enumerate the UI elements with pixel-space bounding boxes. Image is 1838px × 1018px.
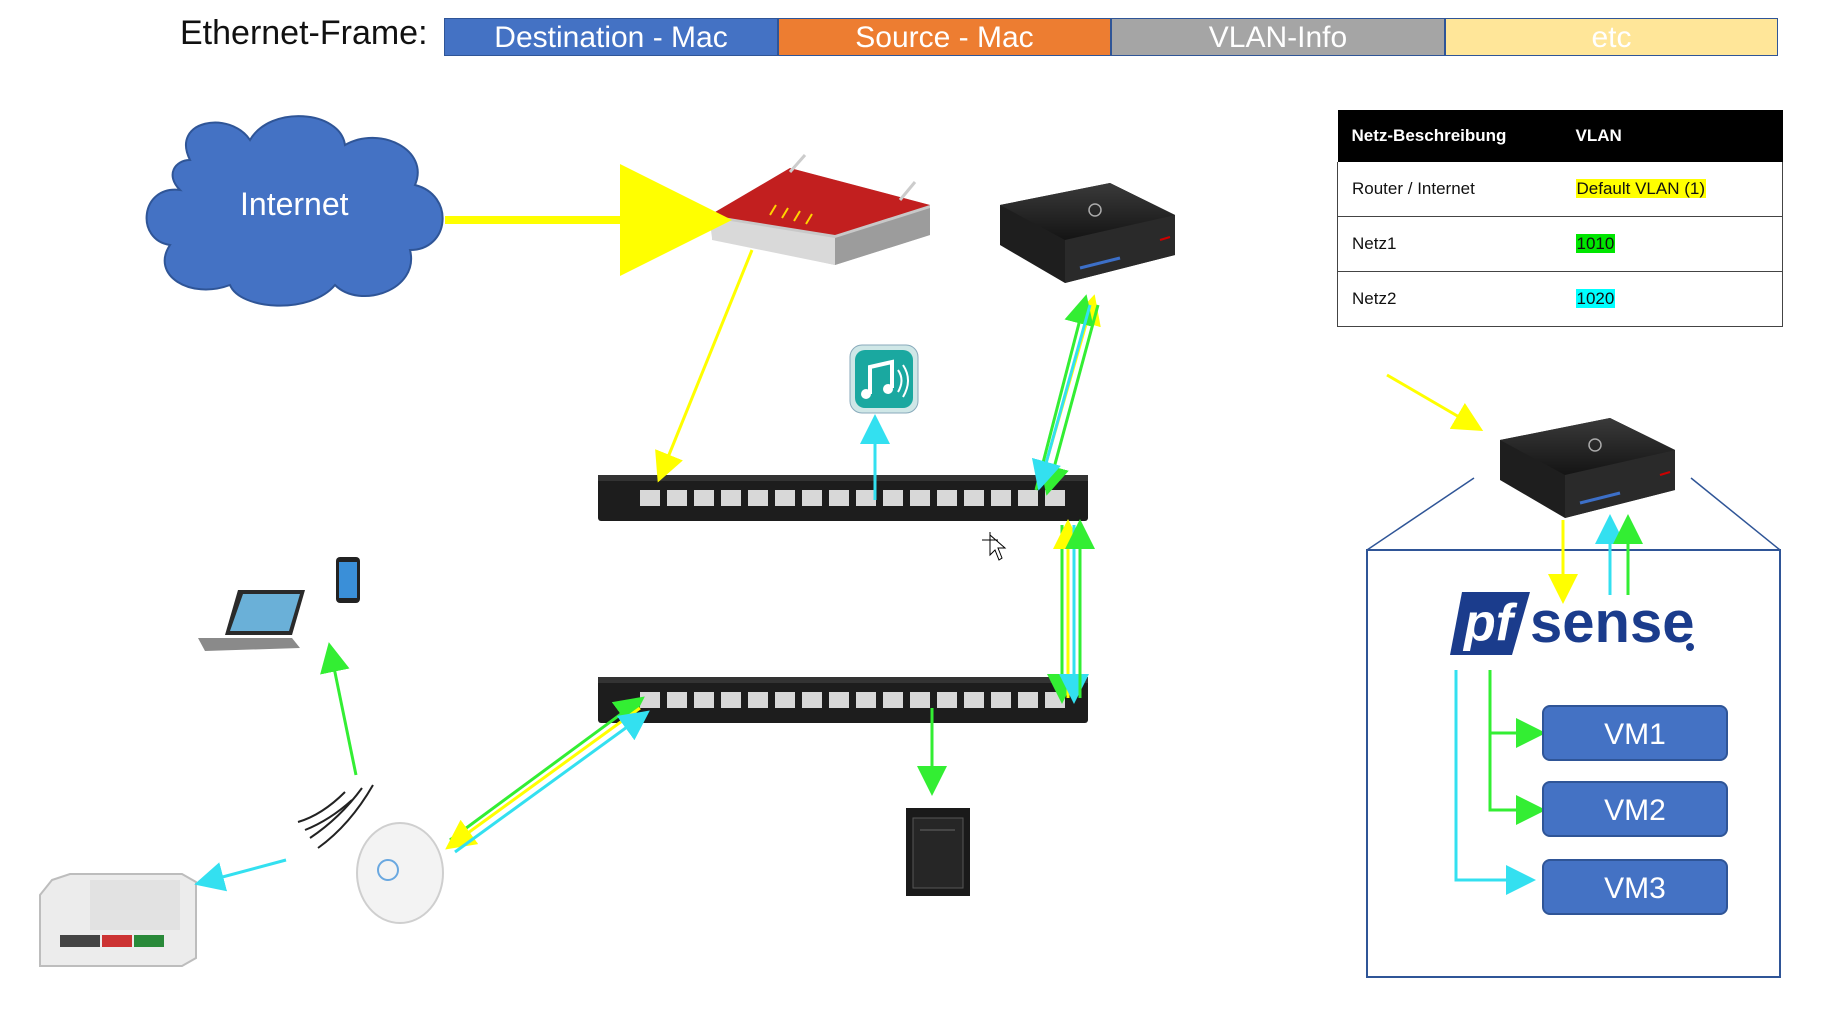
switch-port — [694, 692, 714, 708]
switch-port — [856, 692, 876, 708]
switch-port — [964, 490, 984, 506]
switch-port — [856, 490, 876, 506]
desktop-pc-icon — [906, 808, 970, 896]
switch-port — [991, 490, 1011, 506]
frame-segment-source-mac: Source - Mac — [778, 18, 1111, 56]
switch-port — [829, 692, 849, 708]
switch-port — [910, 692, 930, 708]
frame-segment-vlan-info: VLAN-Info — [1111, 18, 1445, 56]
switch-port — [694, 490, 714, 506]
switch-bottom-icon — [598, 677, 1088, 723]
mini-pc-icon — [1000, 183, 1175, 283]
switch-port — [1018, 692, 1038, 708]
pfsense-zoom-box — [1366, 477, 1781, 978]
switch-port — [802, 692, 822, 708]
mouse-cursor-icon — [982, 532, 1007, 561]
ethernet-frame-label: Ethernet-Frame: — [180, 14, 428, 52]
switch-port — [1045, 490, 1065, 506]
vlan-table: Netz-Beschreibung VLAN Router / Internet… — [1337, 110, 1783, 327]
router-icon — [710, 154, 930, 265]
switch-port — [802, 490, 822, 506]
vlan-row-name: Router / Internet — [1337, 162, 1562, 217]
pfsense-logo-sense: sense — [1530, 590, 1694, 655]
switch-port — [748, 490, 768, 506]
switch-port — [883, 490, 903, 506]
frame-segment-destination-mac: Destination - Mac — [444, 18, 778, 56]
access-point-icon — [297, 784, 444, 924]
vlan-row-name: Netz2 — [1337, 271, 1562, 327]
vm2-box: VM2 — [1542, 781, 1728, 837]
vlan-table-row: Router / Internet Default VLAN (1) — [1337, 162, 1783, 217]
switch-port — [910, 490, 930, 506]
vlan-row-id: 1010 — [1575, 234, 1616, 253]
vm3-box: VM3 — [1542, 859, 1728, 915]
switch-port — [640, 490, 660, 506]
vlan-table-row: Netz2 1020 — [1337, 271, 1783, 327]
pfsense-logo: pf sense — [1450, 590, 1694, 655]
switch-port — [721, 490, 741, 506]
switch-port — [991, 692, 1011, 708]
connection-arrows — [194, 164, 1643, 895]
vlan-table-header-description: Netz-Beschreibung — [1337, 110, 1562, 162]
mini-pc-pfsense-host-icon — [1500, 418, 1675, 518]
laptop-icon — [198, 590, 305, 651]
smart-relay-icon — [39, 873, 197, 967]
switch-port — [667, 490, 687, 506]
switch-port — [964, 692, 984, 708]
vlan-row-name: Netz1 — [1337, 216, 1562, 272]
frame-segment-etc: etc — [1445, 18, 1778, 56]
switch-port — [937, 692, 957, 708]
switch-port — [937, 490, 957, 506]
switch-port — [775, 692, 795, 708]
vlan-table-header-vlan: VLAN — [1561, 110, 1783, 162]
internet-cloud-icon — [145, 115, 444, 307]
vlan-table-header: Netz-Beschreibung VLAN — [1337, 110, 1783, 162]
pfsense-logo-pf: pf — [1462, 594, 1518, 652]
switch-port — [667, 692, 687, 708]
switch-top-icon — [598, 475, 1088, 521]
switch-port — [829, 490, 849, 506]
smartphone-icon — [336, 557, 360, 603]
vlan-row-id: 1020 — [1575, 289, 1616, 308]
switch-port — [775, 490, 795, 506]
switch-port — [721, 692, 741, 708]
vlan-table-row: Netz1 1010 — [1337, 216, 1783, 272]
switch-port — [1018, 490, 1038, 506]
vlan-row-id: Default VLAN (1) — [1575, 179, 1706, 198]
switch-port — [640, 692, 660, 708]
switch-port — [748, 692, 768, 708]
music-server-icon — [849, 344, 919, 414]
vm1-box: VM1 — [1542, 705, 1728, 761]
switch-port — [883, 692, 903, 708]
internet-label: Internet — [240, 186, 349, 222]
